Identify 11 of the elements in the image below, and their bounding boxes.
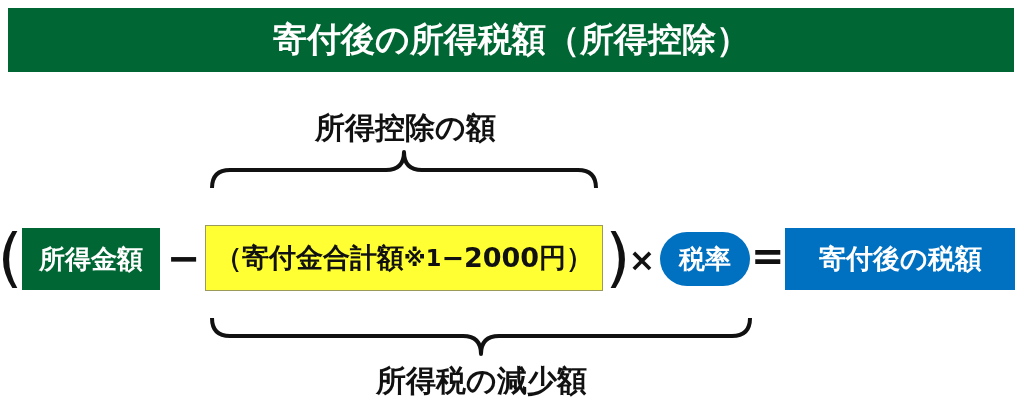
- title-banner: 寄付後の所得税額（所得控除）: [8, 8, 1014, 72]
- open-parenthesis: (: [0, 226, 23, 290]
- multiplication-sign: ×: [628, 244, 656, 276]
- brace-label: 所得税の減少額: [375, 366, 587, 396]
- result-box: 寄付後の税額: [785, 228, 1015, 290]
- brace-label: 所得控除の額: [314, 113, 496, 143]
- minus-sign: −: [167, 238, 201, 278]
- term-box: 所得金額: [22, 228, 160, 290]
- rate-pill: 税率: [660, 232, 750, 286]
- equals-sign: =: [751, 236, 785, 276]
- close-parenthesis: ): [605, 226, 631, 290]
